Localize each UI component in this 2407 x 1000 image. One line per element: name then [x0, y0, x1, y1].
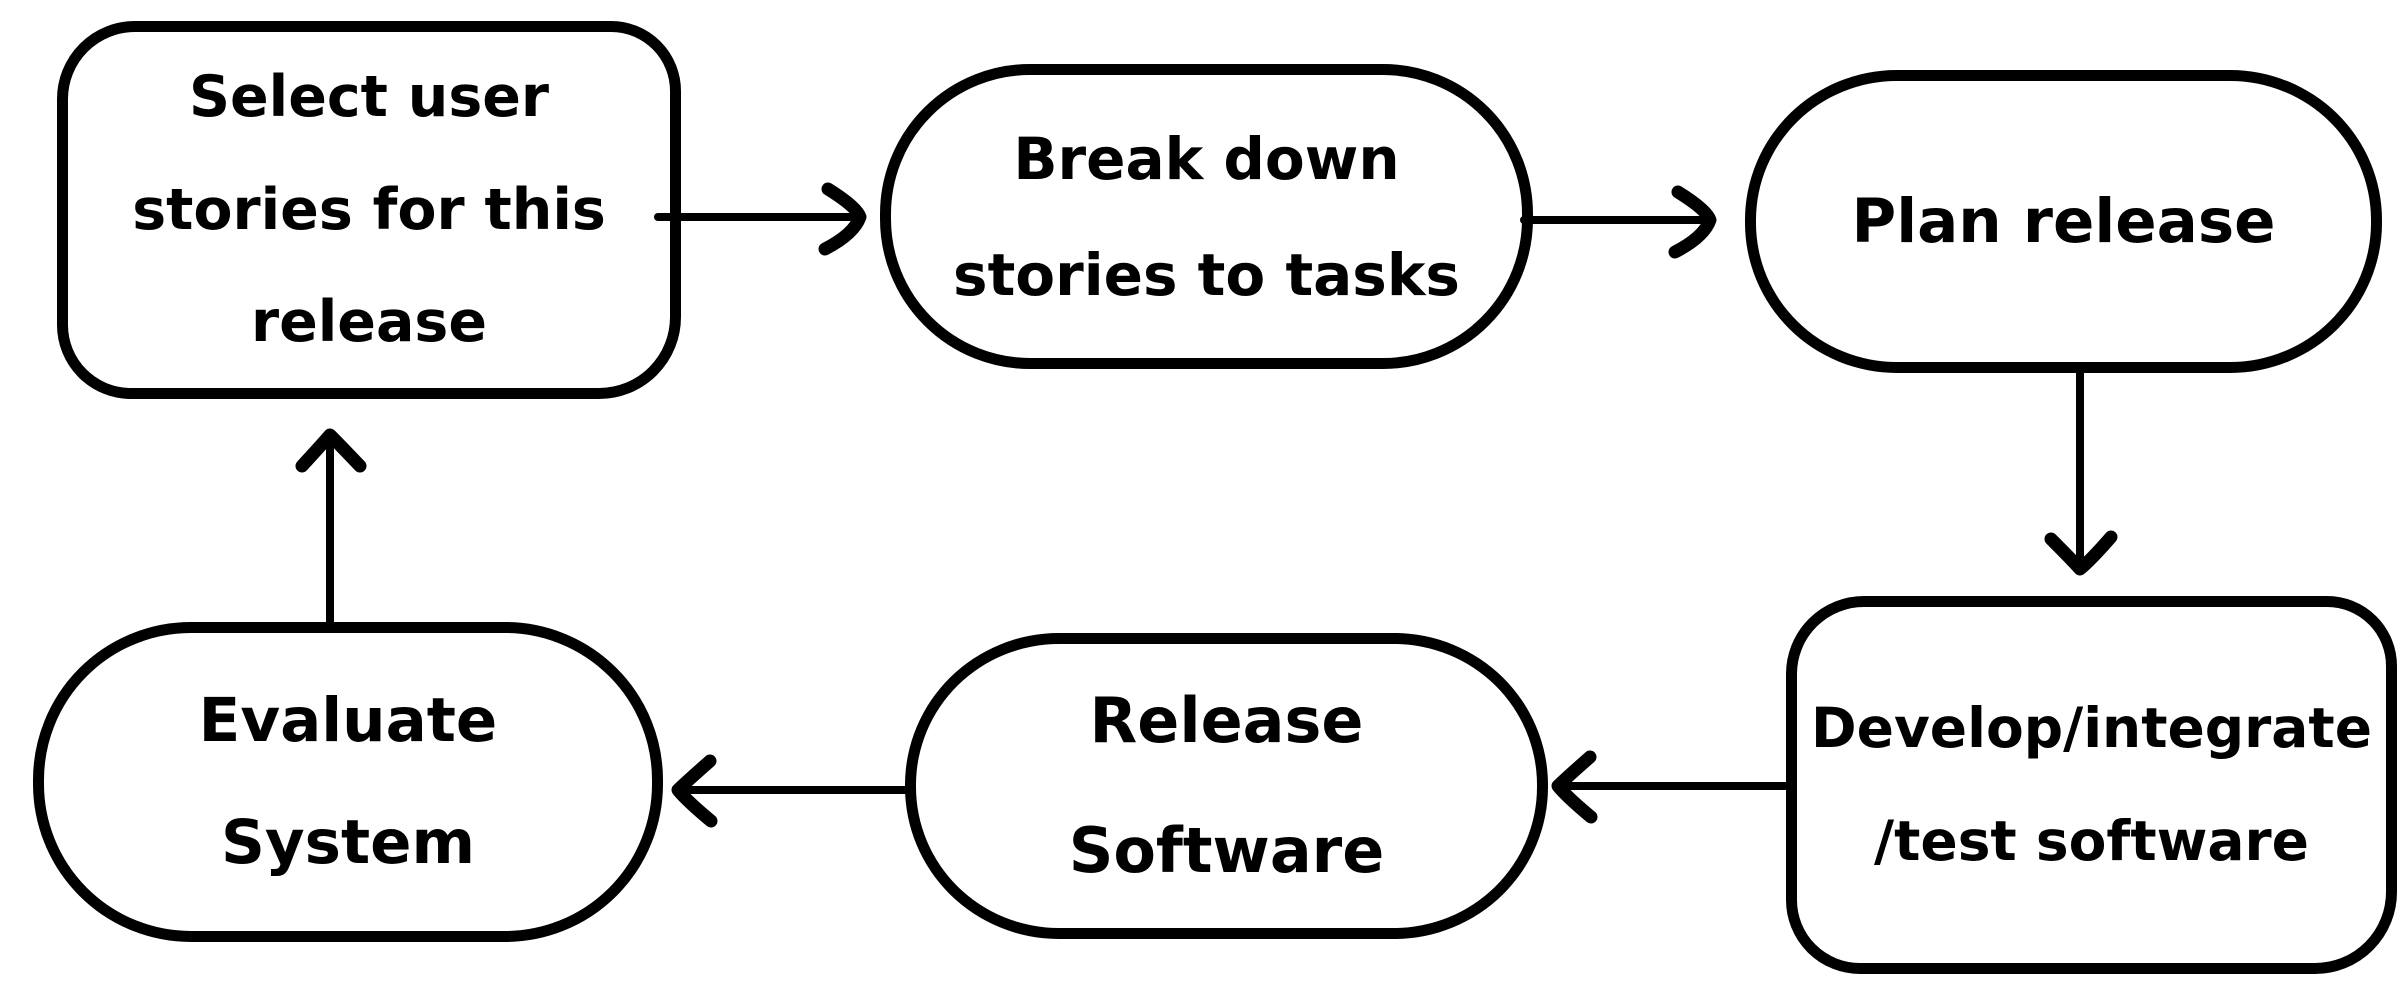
node-label-line: System: [220, 807, 476, 878]
node-label-line: Release: [1089, 683, 1364, 757]
node-label-line: /test software: [1874, 809, 2309, 873]
node-label-line: Select user: [188, 63, 550, 130]
node-label-line: Develop/integrate: [1810, 696, 2372, 761]
node-label-line: stories for this: [132, 176, 606, 243]
node-label-line: Evaluate: [198, 685, 498, 756]
arrow-plan-to-develop: [2044, 364, 2118, 576]
node-develop-integrate-test: Develop/integrate /test software: [1786, 596, 2397, 974]
arrow-develop-to-release: [1551, 750, 1794, 824]
node-label-line: Software: [1068, 814, 1385, 887]
node-label-line: Break down: [1013, 124, 1400, 193]
node-select-user-stories: Select user stories for this release: [57, 21, 681, 399]
arrow-break-to-plan: [1520, 185, 1717, 259]
arrow-select-to-break: [654, 182, 867, 256]
arrow-release-to-evaluate: [671, 754, 912, 828]
node-plan-release: Plan release: [1745, 70, 2382, 373]
node-label-line: release: [250, 289, 487, 356]
node-label-line: stories to tasks: [953, 240, 1460, 309]
arrow-evaluate-to-select: [295, 428, 367, 632]
node-evaluate-system: Evaluate System: [33, 622, 663, 942]
node-label-line: Plan release: [1851, 186, 2276, 257]
node-release-software: Release Software: [905, 633, 1548, 939]
node-break-down-stories: Break down stories to tasks: [880, 64, 1533, 369]
